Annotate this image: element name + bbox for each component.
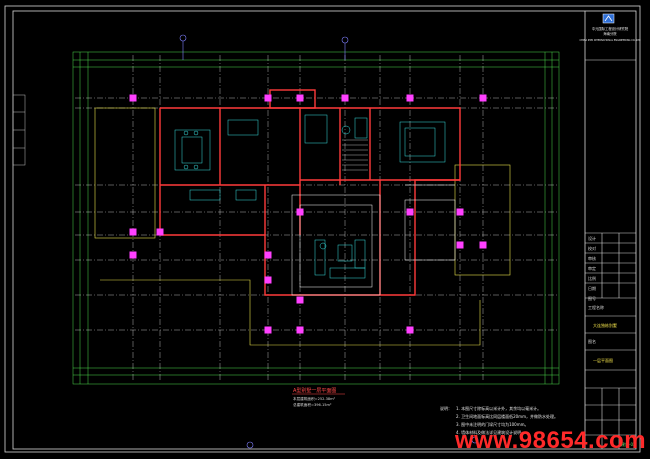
column-marker bbox=[479, 94, 487, 102]
column-marker bbox=[456, 208, 464, 216]
area-line-1: 本层建筑面积=252.38m² bbox=[293, 396, 336, 401]
project-label: 工程名称 bbox=[588, 304, 604, 310]
structural-columns bbox=[129, 94, 487, 334]
plan-caption: A型别墅一层平面图 本层建筑面积=252.38m² 总建筑面积=396.15m² bbox=[292, 387, 345, 407]
dimension-chains bbox=[72, 51, 560, 385]
drawing-frame bbox=[4, 5, 641, 453]
note-line-3: 3. 图中未注明的门垛尺寸均为100mm。 bbox=[456, 421, 529, 427]
title-block-row-label: 比例 bbox=[588, 275, 596, 281]
column-marker bbox=[296, 326, 304, 334]
watermark-text: www.98654.com bbox=[454, 427, 646, 454]
area-line-2: 总建筑面积=396.15m² bbox=[293, 402, 332, 407]
walls bbox=[159, 89, 461, 296]
note-line-1: 1. 本图尺寸除标高以米计外，其余均以毫米计。 bbox=[456, 405, 541, 411]
company-logo: 中元国际工程设计研究院 海南分院 CHINA IPPR INTERNATIONA… bbox=[580, 13, 641, 42]
sheet-number: 建施-02 bbox=[621, 441, 636, 447]
column-marker bbox=[296, 94, 304, 102]
terrace-outlines bbox=[94, 107, 511, 346]
drawing-name: 一层平面图 bbox=[593, 357, 613, 363]
column-marker bbox=[264, 94, 272, 102]
column-marker bbox=[264, 251, 272, 259]
title-block-row-label: 审定 bbox=[588, 265, 596, 271]
project-name: 大连独栋别墅 bbox=[593, 322, 617, 328]
furniture bbox=[174, 114, 446, 279]
column-marker bbox=[479, 241, 487, 249]
column-marker bbox=[129, 94, 137, 102]
column-marker bbox=[129, 251, 137, 259]
company-name-en: CHINA IPPR INTERNATIONAL ENGINEERING CO.… bbox=[580, 39, 641, 42]
binding-strip bbox=[12, 94, 26, 166]
column-marker bbox=[406, 94, 414, 102]
notes-heading: 说明： bbox=[440, 405, 452, 411]
column-marker bbox=[264, 326, 272, 334]
column-marker bbox=[406, 326, 414, 334]
note-line-4: 4. 墙体材料及做法详见建筑设计说明。 bbox=[456, 429, 525, 435]
column-marker bbox=[406, 208, 414, 216]
column-marker bbox=[129, 228, 137, 236]
title-block-row-label: 审核 bbox=[588, 255, 596, 261]
notes-block: 说明： 1. 本图尺寸除标高以米计外，其余均以毫米计。 2. 卫生间地面标高比同… bbox=[440, 405, 558, 435]
drawing-label: 图名 bbox=[588, 338, 596, 344]
column-marker bbox=[341, 94, 349, 102]
note-line-2: 2. 卫生间地面标高比同层楼面低20mm，并做防水处理。 bbox=[456, 413, 558, 419]
column-marker bbox=[156, 228, 164, 236]
title-block-row-label: 设计 bbox=[588, 235, 596, 241]
column-marker bbox=[264, 276, 272, 284]
company-name-line2: 海南分院 bbox=[603, 31, 617, 36]
axis-grid bbox=[75, 55, 557, 382]
title-block-row-label: 校对 bbox=[588, 245, 596, 251]
plan-title: A型别墅一层平面图 bbox=[293, 387, 336, 394]
section-markers bbox=[179, 34, 479, 449]
column-marker bbox=[456, 241, 464, 249]
company-name-line1: 中元国际工程设计研究院 bbox=[592, 26, 629, 31]
interior-partitions bbox=[291, 184, 456, 296]
stair bbox=[342, 139, 368, 171]
title-block: 中元国际工程设计研究院 海南分院 CHINA IPPR INTERNATIONA… bbox=[580, 13, 641, 449]
title-block-row-label: 图号 bbox=[588, 295, 596, 301]
column-marker bbox=[296, 208, 304, 216]
column-marker bbox=[296, 296, 304, 304]
title-block-row-label: 日期 bbox=[588, 285, 596, 291]
